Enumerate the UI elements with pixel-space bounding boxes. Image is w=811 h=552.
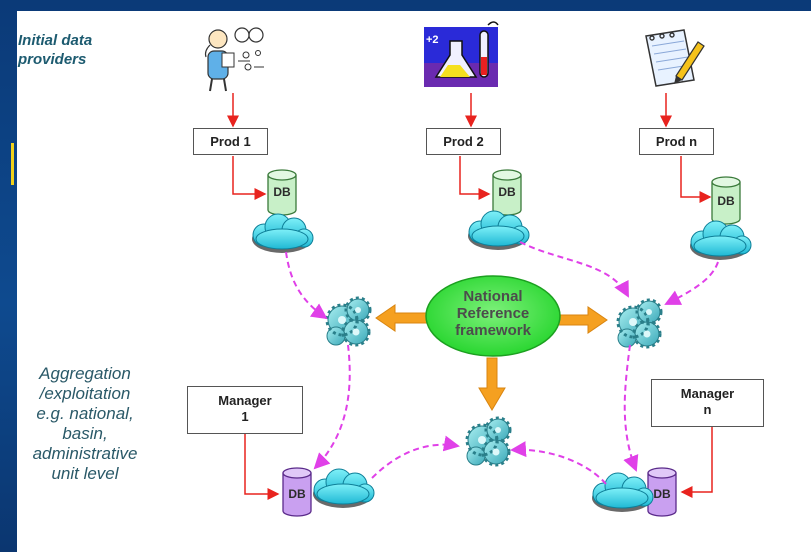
dashed-arrow-cloudn-to-central-gears	[510, 441, 607, 485]
arrow-prodn-to-db	[680, 156, 712, 203]
arrow-prod1-to-db	[232, 156, 267, 200]
dashed-arrow-gears-to-dbn	[623, 344, 639, 472]
database-icon	[647, 467, 677, 517]
arrow-manager1-to-db	[244, 432, 280, 500]
prod2-box: Prod 2	[426, 128, 501, 155]
gears-icon	[325, 296, 372, 347]
db-label: DB	[273, 185, 291, 199]
notepad-pencil-icon	[645, 29, 705, 87]
cloud-icon	[467, 210, 530, 251]
dashed-arrow-gears-to-db1	[313, 344, 351, 470]
national-reference-framework	[425, 275, 561, 357]
arrow-managern-to-db	[680, 426, 713, 498]
database-icon	[267, 169, 297, 216]
db-label: DB	[498, 185, 516, 199]
national-reference-framework-label: National Reference framework	[455, 288, 531, 339]
svg-text:+2: +2	[426, 34, 439, 46]
cloud-icon	[689, 220, 752, 261]
managern-box: Manager n	[651, 379, 764, 427]
orange-arrow-left	[375, 304, 429, 332]
aggregation-label: Aggregation /exploitation e.g. national,…	[32, 364, 138, 483]
cloud-icon	[312, 468, 375, 509]
dashed-arrow-cloud-to-central-gears	[371, 435, 460, 479]
cloud-icon	[251, 213, 314, 254]
dashed-arrow-cloudn-to-gears	[664, 261, 719, 305]
orange-arrow-right	[557, 306, 608, 334]
scientist-icon	[204, 27, 264, 92]
database-icon	[711, 176, 741, 225]
manager1-box: Manager 1	[187, 386, 303, 434]
content-panel	[17, 11, 811, 552]
prodn-box: Prod n	[639, 128, 714, 155]
initial-data-providers-label: Initial data providers	[18, 32, 93, 68]
accent-bar	[11, 143, 14, 185]
gears-icon	[616, 298, 663, 349]
db-label: DB	[288, 487, 306, 501]
db-label: DB	[717, 194, 735, 208]
database-icon	[282, 467, 312, 517]
dashed-arrow-cloud2-to-gears	[519, 241, 629, 298]
db-label: DB	[653, 487, 671, 501]
arrow-prod2-to-db	[459, 156, 491, 200]
gears-icon	[465, 416, 512, 467]
cloud-icon	[591, 472, 654, 513]
prod1-box: Prod 1	[193, 128, 268, 155]
lab-flask-icon: +2	[424, 21, 499, 87]
orange-arrow-down	[478, 357, 506, 411]
dashed-arrow-cloud1-to-gears	[285, 251, 328, 320]
